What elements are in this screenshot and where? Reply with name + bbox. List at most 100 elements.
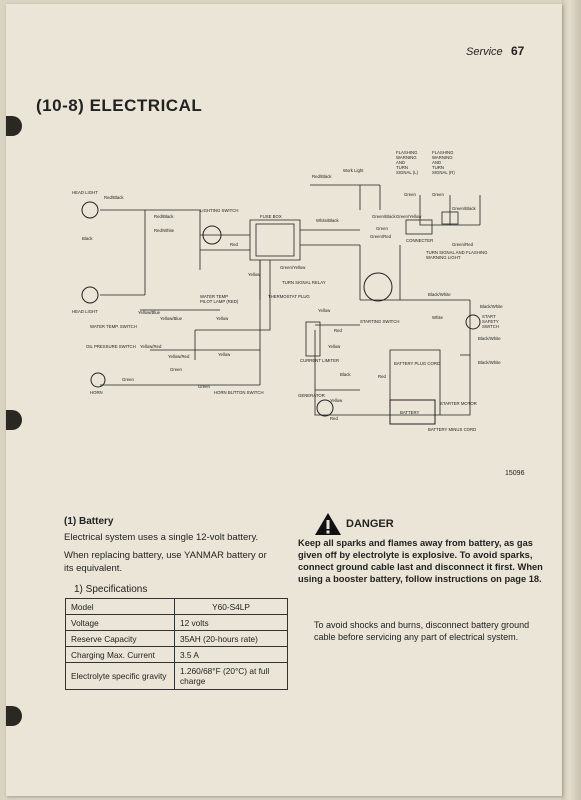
label-battery-plug-cord: BATTERY PLUG CORD bbox=[394, 361, 440, 366]
wire-green-4: Green bbox=[170, 367, 183, 372]
wire-green-red-2: Green/Red bbox=[452, 242, 474, 247]
danger-text: Keep all sparks and flames away from bat… bbox=[298, 538, 543, 584]
label-flashing-r-2: WARNING bbox=[432, 155, 453, 160]
wire-red-4: Red bbox=[330, 416, 338, 421]
wire-green-black-2: Green/Black bbox=[452, 206, 476, 211]
label-flashing-l-1: FLASHING bbox=[396, 150, 418, 155]
spec-key: Charging Max. Current bbox=[65, 646, 175, 663]
generator bbox=[316, 399, 334, 417]
horn bbox=[90, 372, 106, 388]
wire-black-white-3: Black/White bbox=[478, 336, 501, 341]
label-head-light-bottom: HEAD LIGHT bbox=[72, 309, 98, 314]
wire-green-yellow-2: Green/Yellow bbox=[396, 214, 422, 219]
label-generator: GENERATOR bbox=[298, 393, 325, 398]
label-fuse-box: FUSE BOX bbox=[260, 214, 282, 219]
figure-number: 15096 bbox=[505, 470, 525, 477]
head-light-top bbox=[81, 201, 99, 219]
battery-para-2-line-1: When replacing battery, use YANMAR batte… bbox=[64, 550, 267, 561]
spec-value: 1.260/68°F (20°C) at full charge bbox=[174, 662, 288, 690]
label-water-temp-switch: WATER TEMP. SWITCH bbox=[90, 324, 137, 329]
label-water-temp-1: WATER TEMP bbox=[200, 294, 228, 299]
spec-key: Electrolyte specific gravity bbox=[65, 662, 175, 690]
label-battery-minus-cord: BATTERY MINUS CORD bbox=[428, 427, 476, 432]
wiring-diagram: HEAD LIGHT HEAD LIGHT LIGHTING SWITCH FU… bbox=[72, 150, 503, 432]
wire-red-2: Red bbox=[334, 328, 342, 333]
spec-heading: 1) Specifications bbox=[74, 584, 148, 595]
binder-hole bbox=[6, 410, 22, 430]
label-flashing-r-4: TURN bbox=[432, 165, 444, 170]
wire-red-black-2: Red/Black bbox=[154, 214, 174, 219]
wire-red-black-3: Red/Black bbox=[312, 174, 332, 179]
wire-yellow-blue-1: Yellow/Blue bbox=[138, 310, 161, 315]
label-oil-pressure-switch: OIL PRESSURE SWITCH bbox=[86, 344, 136, 349]
wire-white-black: White/Black bbox=[316, 218, 340, 223]
label-work-light: Work Light bbox=[343, 168, 364, 173]
wire-yellow-1: Yellow bbox=[248, 272, 261, 277]
current-limiter bbox=[305, 321, 321, 357]
wire-yellow-red-1: Yellow/Red bbox=[140, 344, 162, 349]
wire-green-6: Green bbox=[198, 384, 211, 389]
label-flashing-r-5: SIGNAL (R) bbox=[432, 170, 455, 175]
battery-heading: (1) Battery bbox=[64, 516, 114, 527]
starting-switch bbox=[363, 272, 393, 302]
label-flashing-r-3: AND bbox=[432, 160, 441, 165]
wire-yellow-red-2: Yellow/Red bbox=[168, 354, 190, 359]
wire-yellow-5: Yellow bbox=[328, 344, 341, 349]
binder-hole bbox=[6, 706, 22, 726]
label-flashing-l-2: WARNING bbox=[396, 155, 417, 160]
label-battery: BATTERY bbox=[400, 410, 420, 415]
wire-green-red-1: Green/Red bbox=[370, 234, 392, 239]
label-start-safety-3: SWITCH bbox=[482, 324, 499, 329]
label-flashing-l-5: SIGNAL (L) bbox=[396, 170, 419, 175]
wire-green-yellow-1: Green/Yellow bbox=[280, 265, 306, 270]
running-header: Service bbox=[466, 46, 503, 58]
wire-green-2: Green bbox=[404, 192, 417, 197]
binder-hole bbox=[6, 116, 22, 136]
page-number: 67 bbox=[511, 44, 525, 58]
lighting-switch bbox=[202, 225, 222, 245]
battery-para-2-line-2: its equivalent. bbox=[64, 563, 123, 574]
wire-yellow-3: Yellow bbox=[218, 352, 231, 357]
spec-value: Y60-S4LP bbox=[174, 598, 288, 615]
wire-green-3: Green bbox=[432, 192, 445, 197]
label-head-light-top: HEAD LIGHT bbox=[72, 190, 98, 195]
wire-green-black-1: Green/Black bbox=[372, 214, 396, 219]
label-flashing-l-3: AND bbox=[396, 160, 405, 165]
label-starting-switch: STARTING SWITCH bbox=[360, 319, 399, 324]
spec-key: Voltage bbox=[65, 614, 175, 631]
safety-note: To avoid shocks and burns, disconnect ba… bbox=[314, 620, 530, 642]
head-light-bottom bbox=[81, 286, 99, 304]
battery bbox=[389, 399, 436, 425]
wire-red: Red bbox=[230, 242, 238, 247]
label-horn: HORN bbox=[90, 390, 103, 395]
connecter bbox=[405, 219, 433, 235]
spec-key: Model bbox=[65, 598, 175, 615]
wire-white: White bbox=[432, 315, 444, 320]
warning-triangle-icon bbox=[315, 513, 341, 535]
spec-value: 12 volts bbox=[174, 614, 288, 631]
label-start-safety-2: SAFETY bbox=[482, 319, 499, 324]
wire-black-white-1: Black/White bbox=[428, 292, 451, 297]
wire-black-white-2: Black/White bbox=[480, 304, 503, 309]
wire-green-1: Green bbox=[376, 226, 389, 231]
label-flashing-l-4: TURN bbox=[396, 165, 408, 170]
battery-para-1: Electrical system uses a single 12-volt … bbox=[64, 532, 259, 543]
wire-red-black-1: Red/Black bbox=[104, 195, 124, 200]
label-starter-motor: STARTER MOTOR bbox=[440, 401, 477, 406]
wire-red-3: Red bbox=[378, 374, 386, 379]
fuse-box bbox=[255, 223, 295, 257]
label-connecter: CONNECTER bbox=[406, 238, 433, 243]
label-lighting-switch: LIGHTING SWITCH bbox=[200, 208, 238, 213]
wire-yellow-4: Yellow bbox=[318, 308, 331, 313]
spec-value: 3.5 A bbox=[174, 646, 288, 663]
spec-key: Reserve Capacity bbox=[65, 630, 175, 647]
label-turn-signal-warning-2: WARNING LIGHT bbox=[426, 255, 461, 260]
wire-yellow-2: Yellow bbox=[216, 316, 229, 321]
danger-label: DANGER bbox=[346, 518, 394, 530]
label-flashing-r-1: FLASHING bbox=[432, 150, 454, 155]
label-thermostat-plug: THERMOSTAT PLUG bbox=[268, 294, 310, 299]
